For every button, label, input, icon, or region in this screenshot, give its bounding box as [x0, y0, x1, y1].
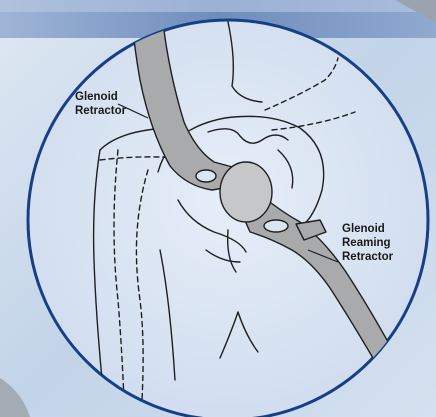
label-reaming-line1: Glenoid — [342, 223, 385, 235]
header-bar-highlight — [0, 0, 436, 12]
label-reaming-line2: Reaming — [342, 237, 391, 249]
label-glenoid-retractor-line1: Glenoid — [75, 91, 118, 103]
glenoid-retractor-slot — [196, 170, 216, 182]
diagram-circle — [28, 20, 428, 417]
label-reaming-line3: Retractor — [342, 251, 394, 263]
reaming-retractor-slot — [264, 220, 288, 232]
label-glenoid-reaming-retractor: Glenoid Reaming Retractor — [342, 223, 394, 263]
label-glenoid-retractor-line2: Retractor — [75, 105, 127, 117]
glenoid-component — [220, 162, 272, 222]
